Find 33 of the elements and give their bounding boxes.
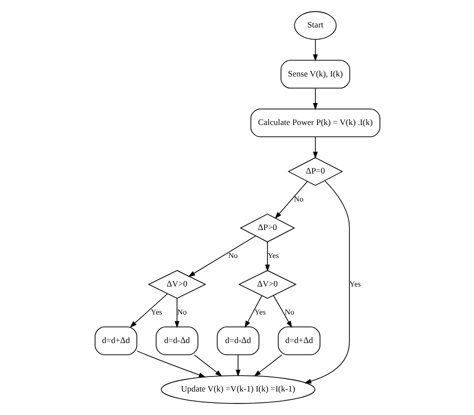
arrow xyxy=(272,295,292,328)
arrow xyxy=(253,354,282,377)
node-box: d=d-Δd xyxy=(216,326,259,356)
node-diamond: ΔP>0 xyxy=(239,214,295,242)
node-box: d=d+Δd xyxy=(94,326,137,356)
arrow xyxy=(193,354,222,377)
node-box: d=d-Δd xyxy=(155,326,198,356)
arrow xyxy=(129,293,168,328)
arrow xyxy=(264,242,270,272)
node-ellipse: Start xyxy=(294,11,336,40)
arrow xyxy=(235,354,240,377)
arrow xyxy=(274,181,308,219)
edge-label: No xyxy=(294,194,303,204)
edge-label: Yes xyxy=(254,308,266,317)
arrow xyxy=(312,136,318,159)
arrow xyxy=(188,236,256,277)
node-diamond: ΔP=0 xyxy=(287,157,343,186)
node-diamond: ΔV>0 xyxy=(238,270,296,299)
node-box: Sense V(k), I(k) xyxy=(280,60,350,88)
node-box: d=d+Δd xyxy=(277,326,320,356)
arrow xyxy=(304,180,350,384)
edge-label: No xyxy=(284,308,294,317)
node-ellipse: Update V(k) =V(k-1) I(k) =I(k-1) xyxy=(160,375,315,404)
edge-label: No xyxy=(228,251,238,260)
node-box: Calculate Power P(k) = V(k) .I(k) xyxy=(250,108,380,138)
edge-label: No xyxy=(176,308,186,317)
arrow xyxy=(312,88,318,110)
arrow xyxy=(136,350,206,378)
arrow xyxy=(174,298,179,328)
edge-label: Yes xyxy=(349,279,360,288)
arrow xyxy=(244,295,262,328)
edge-label: Yes xyxy=(150,308,162,317)
arrow xyxy=(312,39,318,62)
